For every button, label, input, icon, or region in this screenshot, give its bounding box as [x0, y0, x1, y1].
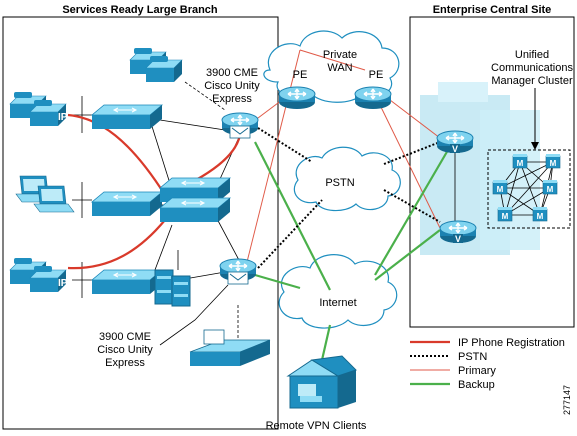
- legend: IP Phone Registration PSTN Primary Backu…: [410, 337, 565, 391]
- pstn-label: PSTN: [325, 177, 354, 189]
- fax-machine-icon: [189, 329, 271, 366]
- pe-router-icon: [354, 86, 392, 110]
- ucm-node-icon: [542, 179, 558, 195]
- svg-text:IP: IP: [58, 112, 68, 123]
- cme-top-label: Cisco Unity: [204, 80, 260, 92]
- ucm-cluster-box: [487, 149, 571, 229]
- enterprise-title: Enterprise Central Site: [433, 4, 552, 16]
- backup-links: [254, 141, 449, 361]
- primary-links: [244, 49, 441, 271]
- private-wan-cloud: [263, 30, 400, 103]
- figure-id: 277147: [562, 385, 572, 415]
- voice-badge: [450, 144, 460, 153]
- access-switch-icon: [91, 104, 163, 130]
- cme-bottom-pointer: [159, 284, 229, 346]
- access-switch-icon: [91, 269, 163, 295]
- ucm-node-icon: [492, 179, 508, 195]
- cme-bottom-label: Cisco Unity: [97, 344, 153, 356]
- branch-title: Services Ready Large Branch: [62, 4, 218, 16]
- pe-router-icon: [278, 86, 316, 110]
- ucm-node-icon: [532, 206, 548, 222]
- ucm-node-icon: [497, 206, 513, 222]
- ucm-label: Manager Cluster: [491, 75, 573, 87]
- ip-phones-icon: IP: [9, 257, 68, 293]
- svg-text:V: V: [452, 144, 458, 154]
- remote-vpn-label: Remote VPN Clients: [266, 420, 367, 432]
- svg-text:IP: IP: [58, 278, 68, 289]
- cme-router-bottom-icon: [219, 258, 257, 285]
- pstn-cloud: [293, 146, 401, 212]
- cme-bottom-label: Express: [105, 357, 145, 369]
- legend-label: Primary: [458, 365, 496, 377]
- svg-text:V: V: [455, 234, 461, 244]
- ucm-pointer-arrow: [531, 142, 539, 150]
- cme-router-top-icon: [221, 112, 259, 139]
- private-wan-label: WAN: [327, 62, 352, 74]
- cme-top-label: 3900 CME: [206, 67, 258, 79]
- private-wan-label: Private: [323, 49, 357, 61]
- voice-badge: [453, 234, 463, 243]
- analog-phone-link: [184, 81, 226, 111]
- pe-left-label: PE: [293, 69, 308, 81]
- server-icon: [154, 269, 191, 307]
- ucm-label: Unified: [515, 49, 549, 61]
- legend-label: PSTN: [458, 351, 487, 363]
- legend-label: IP Phone Registration: [458, 337, 565, 349]
- access-switch-icon: [91, 191, 163, 217]
- ucm-label: Communications: [491, 62, 573, 74]
- distribution-switch-stack-icon: [159, 177, 231, 223]
- pstn-links: [257, 127, 441, 269]
- internet-cloud: [278, 254, 398, 329]
- remote-vpn-house-icon: [286, 355, 357, 409]
- cme-bottom-label: 3900 CME: [99, 331, 151, 343]
- ucm-node-icon: [545, 153, 561, 169]
- internet-label: Internet: [319, 297, 356, 309]
- legend-label: Backup: [458, 379, 495, 391]
- ucm-datacenter-background: [420, 82, 540, 255]
- cme-top-label: Express: [212, 93, 252, 105]
- pe-right-label: PE: [369, 69, 384, 81]
- ip-phones-icon: IP: [9, 91, 68, 127]
- ucm-node-icon: [512, 153, 528, 169]
